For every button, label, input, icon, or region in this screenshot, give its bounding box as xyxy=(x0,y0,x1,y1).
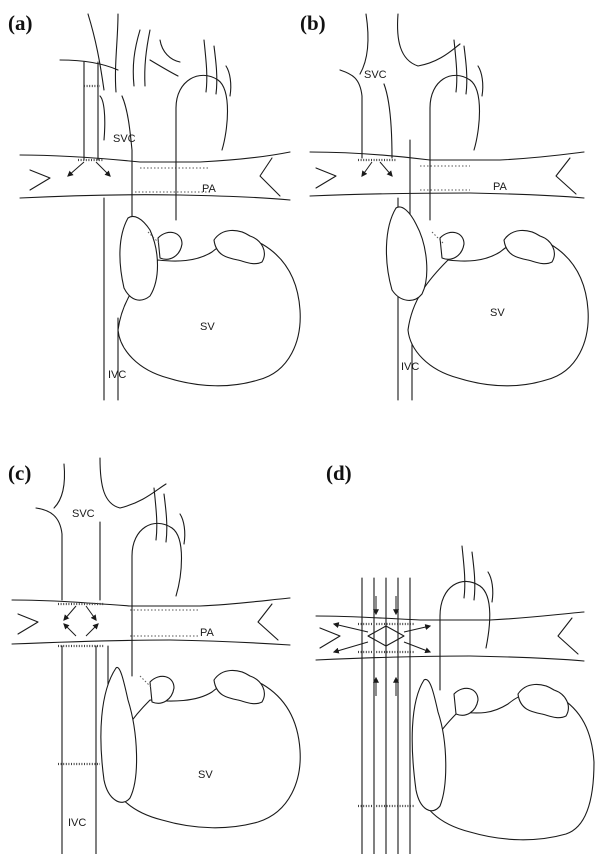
panel-a-ivc-label: IVC xyxy=(108,369,126,381)
panel-b: (b) SVC PA IVC SV xyxy=(300,11,588,400)
panel-b-sv-label: SV xyxy=(490,307,505,319)
panel-c-pa-label: PA xyxy=(200,627,215,639)
panel-a-sv-label: SV xyxy=(200,321,215,333)
panel-c-label: (c) xyxy=(8,461,31,485)
panel-c-sv-label: SV xyxy=(198,769,213,781)
panel-a-pa-label: PA xyxy=(202,183,217,195)
panel-b-pa-label: PA xyxy=(493,181,508,193)
panel-d-label: (d) xyxy=(326,461,352,485)
panel-c-ivc-label: IVC xyxy=(68,817,86,829)
panel-b-svc-label: SVC xyxy=(364,69,387,81)
panel-b-label: (b) xyxy=(300,11,326,35)
panel-b-ivc-label: IVC xyxy=(401,361,419,373)
panel-c-svc-label: SVC xyxy=(72,508,95,520)
panel-a: (a) SVC xyxy=(8,11,300,400)
panel-d: (d) xyxy=(316,461,594,854)
panel-a-label: (a) xyxy=(8,11,33,35)
panel-c: (c) SVC PA IVC SV xyxy=(8,458,300,854)
panel-a-svc-label: SVC xyxy=(113,133,136,145)
